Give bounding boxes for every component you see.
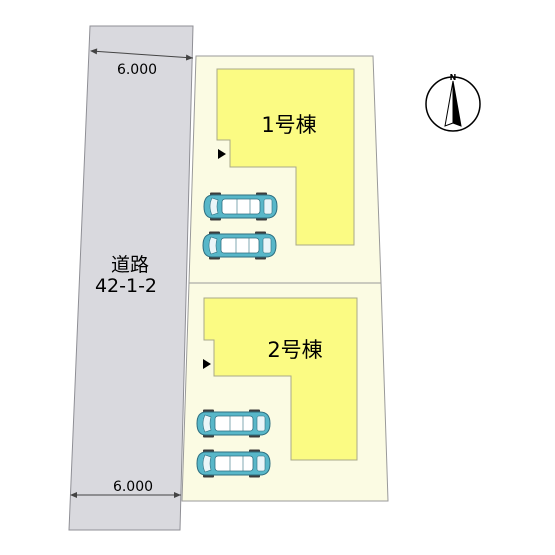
parking-car-2b — [196, 449, 271, 478]
dimension-top: 6.000 — [117, 62, 157, 78]
road-area — [68, 25, 194, 531]
building-2-label: 2号棟 — [267, 338, 322, 362]
north-label: N — [450, 73, 457, 82]
dimension-line-top — [90, 48, 194, 61]
road-code: 42-1-2 — [95, 275, 157, 297]
dimension-bottom: 6.000 — [113, 479, 153, 495]
road-name: 道路 — [111, 254, 149, 276]
parking-car-2a — [196, 409, 271, 438]
entrance-marker-1 — [218, 149, 226, 159]
entrance-marker-2 — [203, 359, 211, 369]
building-2 — [203, 297, 358, 461]
parking-car-1a — [203, 192, 278, 221]
building-1 — [216, 68, 355, 246]
parking-car-1b — [202, 231, 277, 260]
north-arrow-icon: N — [425, 73, 481, 132]
building-1-label: 1号棟 — [261, 113, 316, 137]
